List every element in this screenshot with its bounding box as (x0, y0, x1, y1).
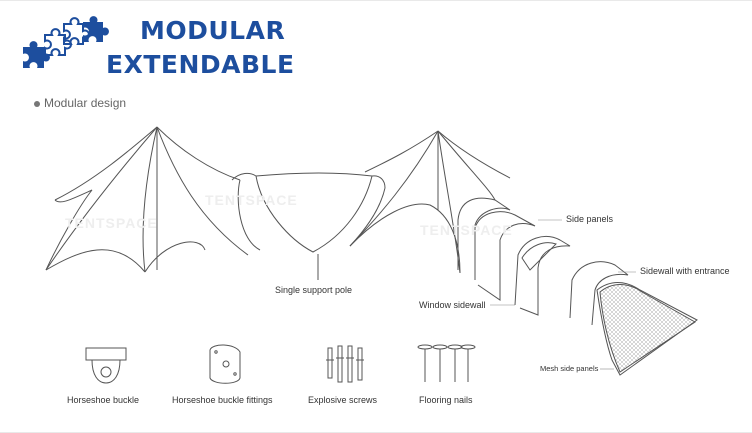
watermark: TENTSPACE (420, 222, 513, 238)
title-modular: MODULAR (140, 16, 285, 45)
puzzle-pieces-icon (23, 16, 109, 68)
label-side-panels: Side panels (566, 214, 613, 224)
subtitle: Modular design (34, 96, 126, 110)
label-window-sidewall: Window sidewall (419, 300, 486, 310)
label-mesh-panels: Mesh side panels (540, 364, 598, 373)
title-extendable: EXTENDABLE (106, 50, 295, 79)
mesh-panel (600, 285, 695, 373)
bullet-dot (34, 101, 40, 107)
label-buckle-fittings: Horseshoe buckle fittings (172, 395, 273, 405)
subtitle-text: Modular design (44, 96, 126, 110)
label-horseshoe-buckle: Horseshoe buckle (67, 395, 139, 405)
screws-icon (326, 346, 364, 382)
buckle-fittings-icon (210, 345, 240, 383)
label-single-pole: Single support pole (275, 285, 352, 295)
watermark: TENTSPACE (205, 192, 298, 208)
horseshoe-buckle-icon (86, 348, 126, 383)
label-sidewall-entrance: Sidewall with entrance (640, 266, 730, 276)
label-flooring-nails: Flooring nails (419, 395, 473, 405)
star-tent-right (350, 131, 510, 273)
watermark: TENTSPACE (65, 215, 158, 231)
center-panel (232, 173, 385, 280)
nails-icon (418, 345, 475, 382)
label-explosive-screws: Explosive screws (308, 395, 377, 405)
